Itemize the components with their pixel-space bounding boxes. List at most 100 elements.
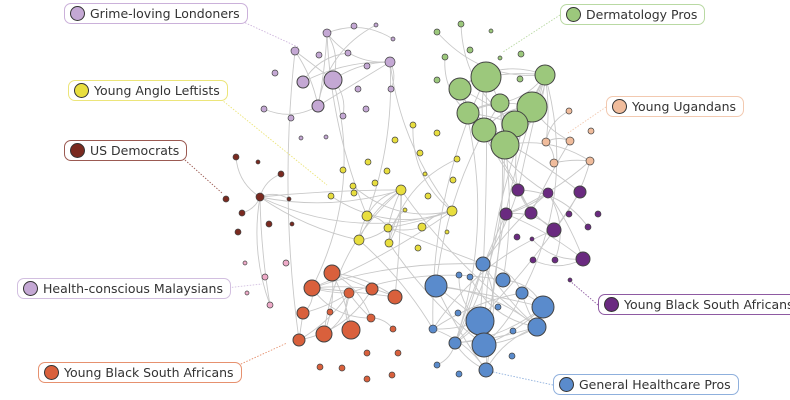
node-uganda <box>565 136 575 146</box>
edge <box>400 189 538 328</box>
node-anglo <box>371 179 379 187</box>
node-ybsa_orange <box>365 282 379 296</box>
edge <box>521 74 558 294</box>
node-grime <box>363 62 371 70</box>
node-derm <box>488 28 494 34</box>
node-ybsa_purple <box>524 206 538 220</box>
node-anglo <box>449 176 457 184</box>
node-ybsa_purple <box>584 223 592 231</box>
node-derm <box>466 46 474 54</box>
community-swatch-icon <box>23 281 38 296</box>
node-grime <box>315 51 323 59</box>
node-grime <box>290 46 300 56</box>
node-derm <box>490 93 510 113</box>
node-anglo <box>433 129 441 137</box>
node-health <box>478 362 494 378</box>
node-grime <box>311 99 325 113</box>
edge <box>311 263 484 289</box>
edge <box>287 50 300 341</box>
community-label: Young Ugandans <box>632 99 737 114</box>
nodes <box>222 20 602 383</box>
edge <box>432 292 523 330</box>
edge <box>388 242 485 346</box>
node-anglo <box>327 192 335 200</box>
label-young-anglo-leftists: Young Anglo Leftists <box>68 80 228 101</box>
node-ybsa_orange <box>387 289 403 305</box>
node-grime <box>350 22 358 30</box>
node-health <box>527 317 547 337</box>
edge <box>479 76 488 322</box>
edge <box>323 189 402 335</box>
node-ybsa_orange <box>389 325 397 333</box>
node-anglo <box>395 184 407 196</box>
node-grime <box>271 69 279 77</box>
edge <box>326 32 391 63</box>
node-dems <box>286 196 292 202</box>
node-ybsa_purple <box>542 187 554 199</box>
edge <box>259 189 402 198</box>
community-label: Young Black South Africans <box>624 297 790 312</box>
node-anglo <box>350 189 358 197</box>
edge <box>454 326 538 344</box>
node-dems <box>265 220 273 228</box>
node-ybsa_purple <box>513 233 521 241</box>
edge <box>263 105 319 115</box>
community-swatch-icon <box>604 297 619 312</box>
node-ybsa_orange <box>303 279 321 297</box>
node-ybsa_purple <box>565 210 573 218</box>
edge <box>530 140 571 214</box>
community-swatch-icon <box>44 365 59 380</box>
node-dems <box>277 170 285 178</box>
community-label: Young Black South Africans <box>64 365 234 380</box>
node-anglo <box>391 136 399 144</box>
node-ybsa_orange <box>326 308 334 316</box>
node-ybsa_purple <box>594 210 602 218</box>
node-anglo <box>453 155 461 163</box>
edge <box>387 227 484 265</box>
node-ybsa_purple <box>511 183 525 197</box>
node-anglo <box>402 207 408 213</box>
node-uganda <box>565 107 573 115</box>
community-swatch-icon <box>612 99 627 114</box>
node-ybsa_purple <box>575 251 591 267</box>
node-health <box>455 370 463 378</box>
edge <box>454 213 507 344</box>
node-anglo <box>339 166 347 174</box>
node-grime <box>390 36 396 42</box>
community-swatch-icon <box>74 83 89 98</box>
node-ybsa_purple <box>499 207 513 221</box>
node-derm <box>441 53 449 61</box>
edge <box>259 196 271 306</box>
node-derm <box>433 76 441 84</box>
edge <box>553 159 591 164</box>
node-ybsa_orange <box>296 306 310 320</box>
node-anglo <box>417 222 427 232</box>
node-derm <box>471 117 497 143</box>
node-uganda <box>541 137 551 147</box>
node-dems <box>255 192 265 202</box>
leader-line-health <box>492 371 554 386</box>
node-uganda <box>585 156 595 166</box>
node-ybsa_orange <box>292 333 306 347</box>
node-ybsa_orange <box>338 364 346 372</box>
label-grime-loving-londoners: Grime-loving Londoners <box>64 3 248 24</box>
edge <box>317 24 377 107</box>
node-health <box>454 309 462 317</box>
node-ybsa_purple <box>529 236 535 242</box>
label-young-ugandans: Young Ugandans <box>606 96 745 117</box>
edge <box>366 61 392 217</box>
node-grime <box>296 75 310 89</box>
node-ybsa_orange <box>366 313 376 323</box>
node-grime <box>354 85 362 93</box>
node-grime <box>387 85 395 93</box>
node-ybsa_orange <box>363 349 371 357</box>
node-anglo <box>444 229 450 235</box>
node-health <box>466 273 474 281</box>
node-grime <box>287 114 295 122</box>
node-grime <box>298 135 304 141</box>
label-us-democrats: US Democrats <box>64 140 188 161</box>
label-health-conscious-malaysians: Health-conscious Malaysians <box>17 278 231 299</box>
node-health <box>471 332 497 358</box>
node-health <box>465 306 495 336</box>
node-anglo <box>383 167 391 175</box>
